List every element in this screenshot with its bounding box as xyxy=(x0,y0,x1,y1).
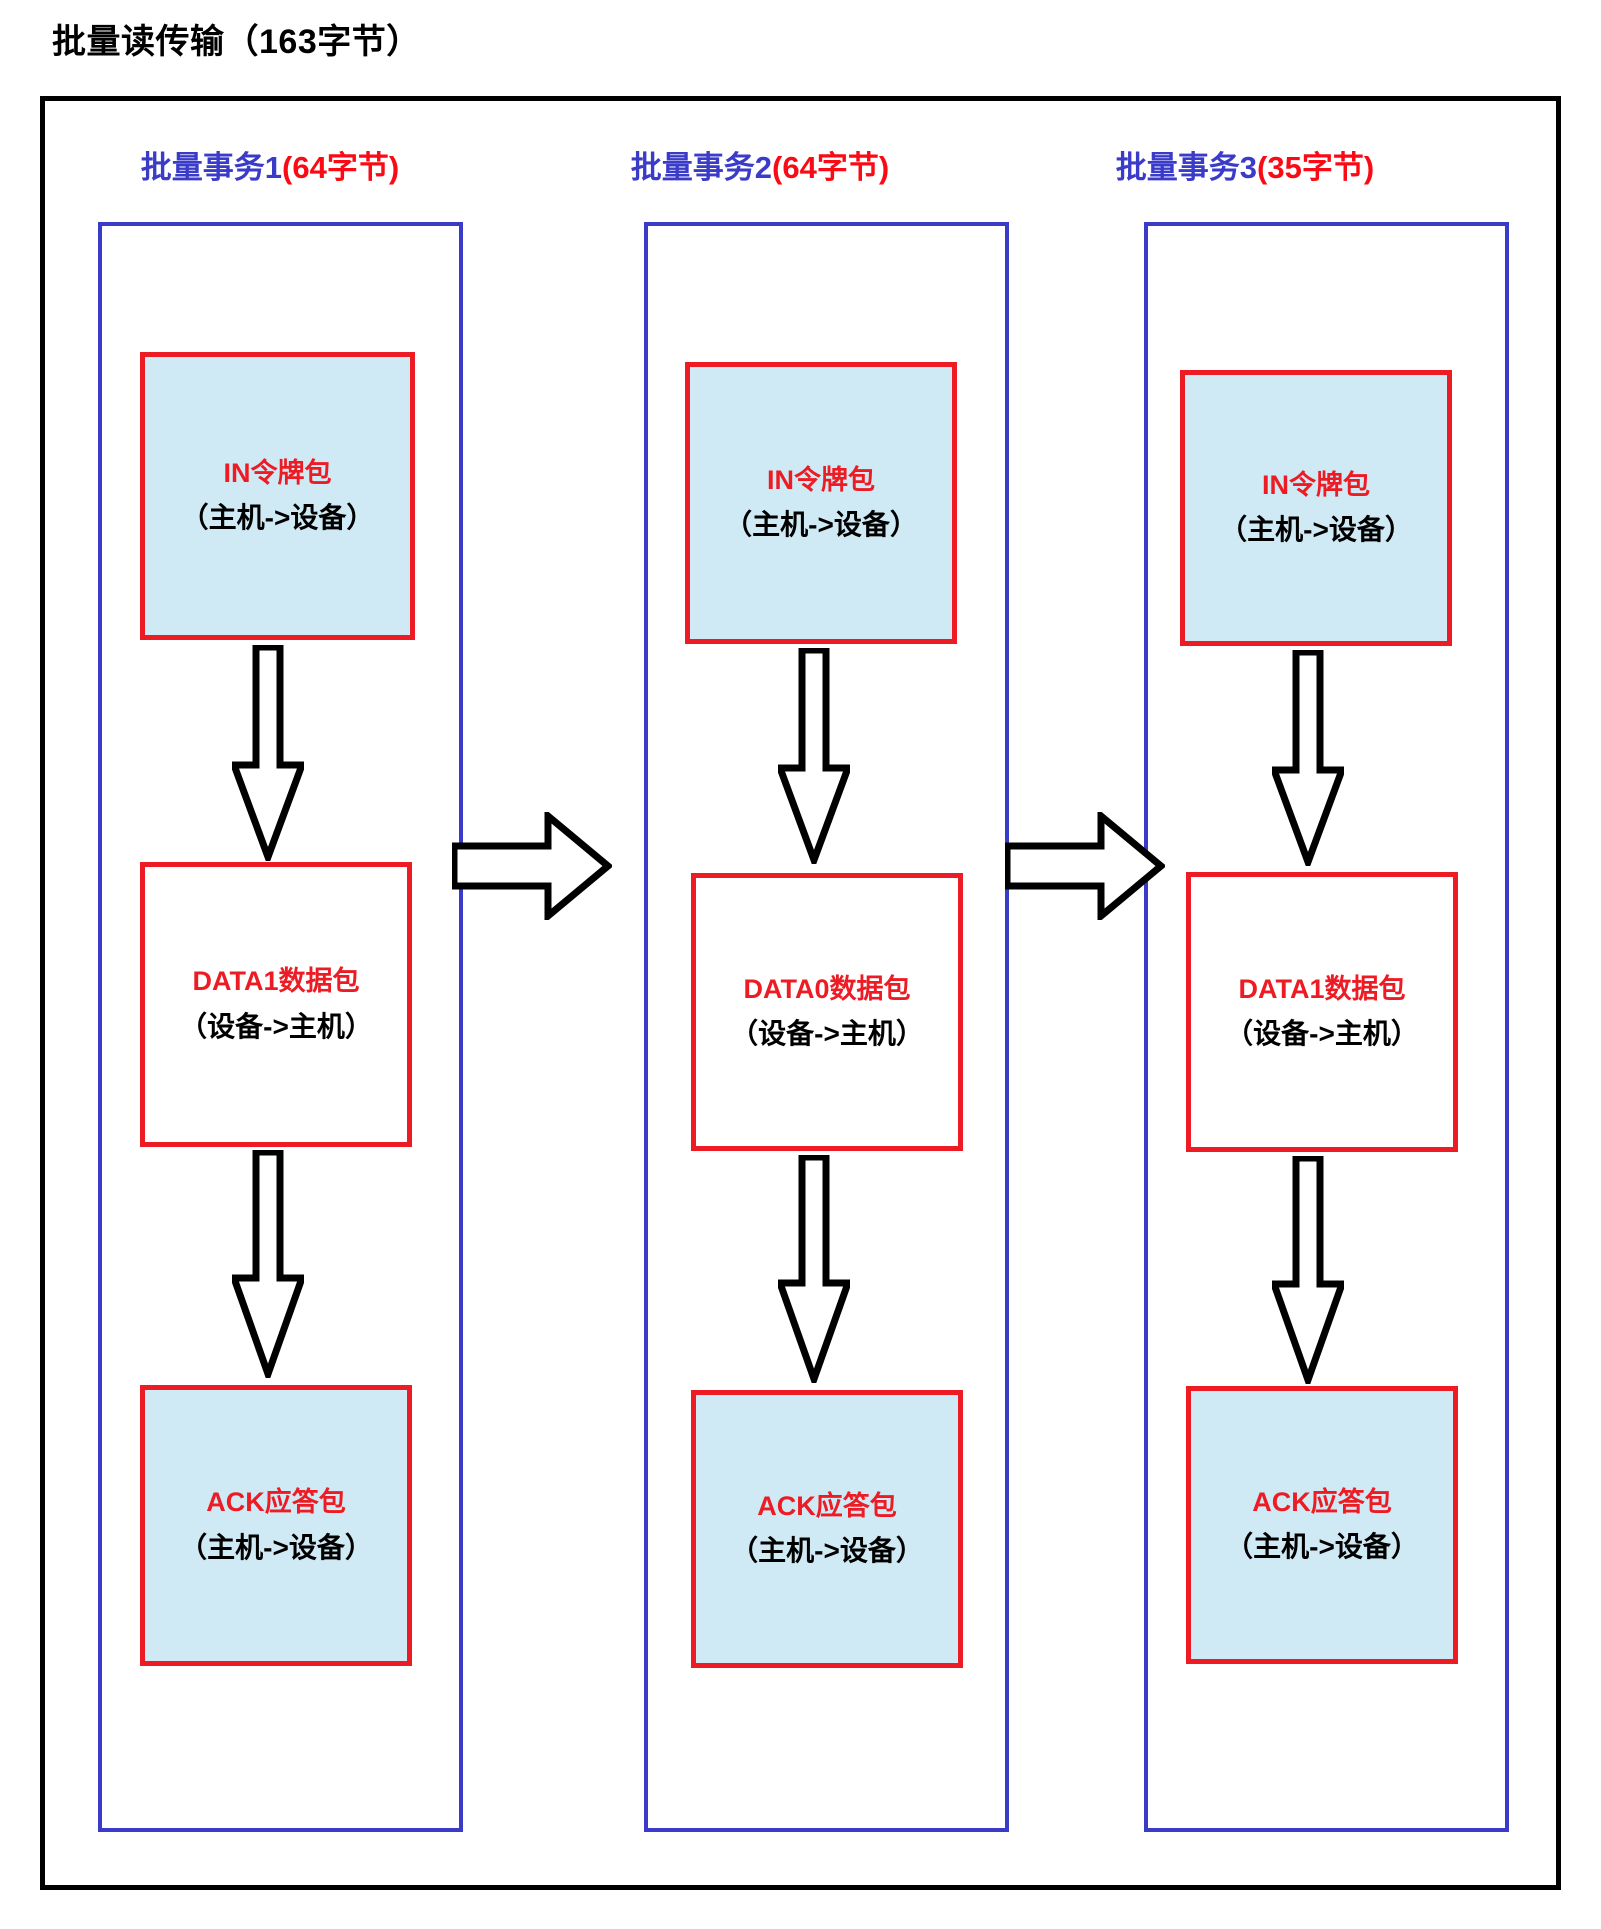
transaction-1-header-name: 批量事务1 xyxy=(140,150,283,185)
packet-direction: （主机->设备） xyxy=(180,502,375,534)
transaction-3-header-name: 批量事务3 xyxy=(1115,150,1258,185)
arrow-down-icon xyxy=(1272,650,1344,866)
arrow-down-icon xyxy=(232,645,304,861)
packet-title: DATA1数据包 xyxy=(1238,973,1406,1004)
transaction-1-header-bytes: (64字节) xyxy=(282,150,400,185)
page-title: 批量读传输（163字节） xyxy=(52,23,421,61)
packet-title: IN令牌包 xyxy=(767,464,875,495)
transaction-3-header-bytes: (35字节) xyxy=(1257,150,1375,185)
transaction-2-packet-data: DATA0数据包 （设备->主机） xyxy=(691,873,963,1151)
arrow-down-icon xyxy=(778,648,850,864)
arrow-right-icon xyxy=(452,812,612,920)
transaction-3-packet-in-token: IN令牌包 （主机->设备） xyxy=(1180,370,1452,646)
packet-direction: （主机->设备） xyxy=(724,509,918,541)
arrow-down-icon xyxy=(1272,1156,1344,1384)
packet-title: ACK应答包 xyxy=(757,1490,897,1521)
transaction-2-header-bytes: (64字节) xyxy=(772,150,890,185)
packet-title: DATA1数据包 xyxy=(192,966,360,997)
transaction-3-packet-ack: ACK应答包 （主机->设备） xyxy=(1186,1386,1458,1664)
packet-direction: （主机->设备） xyxy=(1219,514,1413,546)
packet-direction: （主机->设备） xyxy=(179,1531,373,1563)
transaction-2-header: 批量事务2(64字节) xyxy=(560,142,960,187)
arrow-right-icon xyxy=(1005,812,1165,920)
arrow-down-icon xyxy=(778,1155,850,1383)
transaction-3-packet-data: DATA1数据包 （设备->主机） xyxy=(1186,872,1458,1152)
transaction-1-packet-ack: ACK应答包 （主机->设备） xyxy=(140,1385,412,1666)
packet-direction: （主机->设备） xyxy=(1225,1531,1419,1563)
transaction-2-header-name: 批量事务2 xyxy=(630,150,773,185)
packet-direction: （设备->主机） xyxy=(179,1010,373,1042)
packet-title: ACK应答包 xyxy=(1252,1486,1392,1517)
transaction-3-header: 批量事务3(35字节) xyxy=(1045,142,1445,187)
packet-title: IN令牌包 xyxy=(223,457,332,488)
transaction-1-packet-in-token: IN令牌包 （主机->设备） xyxy=(140,352,415,640)
transaction-1-header: 批量事务1(64字节) xyxy=(70,142,470,187)
packet-direction: （设备->主机） xyxy=(1225,1018,1419,1050)
transaction-2-packet-ack: ACK应答包 （主机->设备） xyxy=(691,1390,963,1668)
arrow-down-icon xyxy=(232,1150,304,1378)
packet-title: DATA0数据包 xyxy=(743,973,911,1004)
packet-direction: （设备->主机） xyxy=(730,1018,924,1050)
packet-title: IN令牌包 xyxy=(1262,469,1370,500)
packet-title: ACK应答包 xyxy=(206,1487,346,1518)
transaction-1-packet-data: DATA1数据包 （设备->主机） xyxy=(140,862,412,1147)
packet-direction: （主机->设备） xyxy=(730,1535,924,1567)
transaction-2-packet-in-token: IN令牌包 （主机->设备） xyxy=(685,362,957,644)
